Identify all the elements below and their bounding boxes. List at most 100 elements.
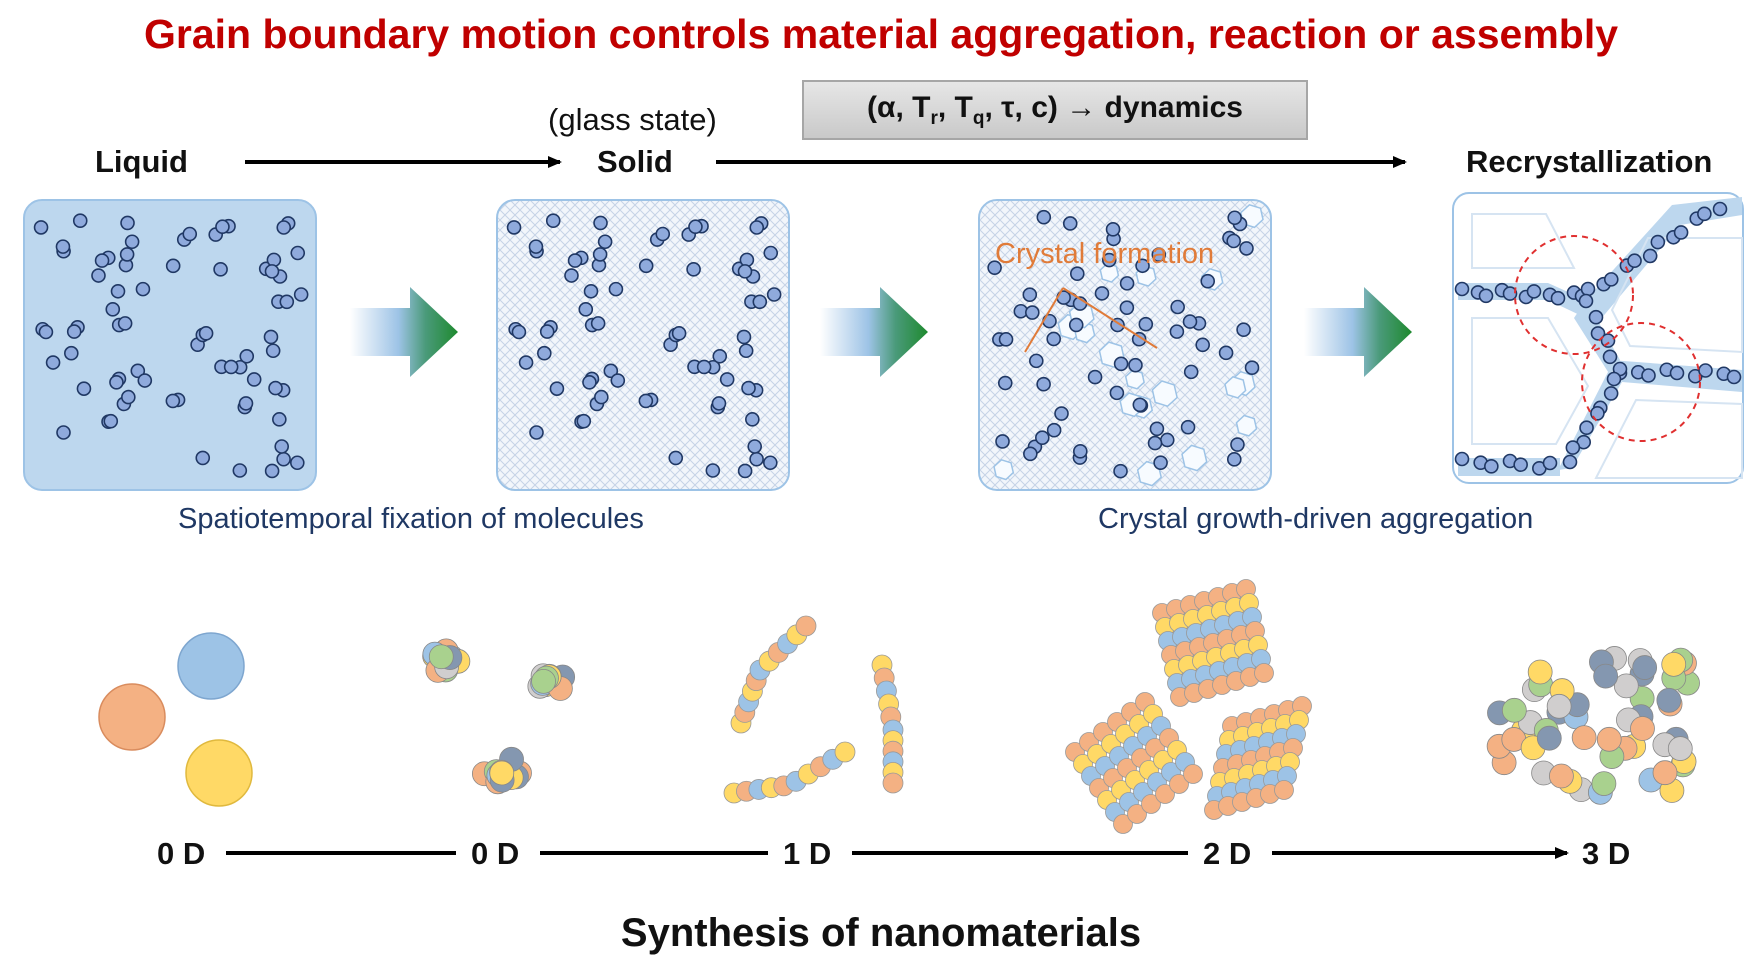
bottom-title: Synthesis of nanomaterials — [620, 911, 1142, 955]
molecule — [293, 287, 309, 302]
molecule — [223, 359, 239, 375]
bulk-particle — [1591, 771, 1617, 797]
molecule — [1036, 376, 1051, 392]
molecule — [741, 380, 756, 396]
molecule — [1603, 386, 1619, 401]
molecule — [1602, 349, 1618, 365]
molecule — [1069, 266, 1085, 282]
molecule — [995, 434, 1010, 449]
molecule — [1028, 353, 1044, 369]
molecule — [749, 451, 764, 467]
molecule — [1022, 287, 1038, 302]
bulk-particle — [1613, 673, 1639, 699]
molecule — [998, 332, 1014, 347]
molecule — [1578, 293, 1594, 309]
molecule — [1159, 432, 1175, 448]
molecule — [1650, 234, 1666, 250]
molecule — [1226, 452, 1242, 467]
molecule — [737, 264, 753, 279]
crystal-nucleus — [1151, 380, 1178, 408]
molecule — [165, 393, 181, 409]
molecule — [76, 381, 92, 396]
molecule — [737, 463, 753, 479]
molecule — [747, 439, 763, 454]
molecule — [603, 363, 619, 379]
molecule — [1454, 281, 1470, 297]
molecule — [246, 372, 262, 387]
sheet-particle — [1155, 784, 1175, 804]
sheet-particle — [1127, 804, 1147, 824]
molecule — [749, 220, 765, 235]
glass-state-note: (glass state) — [548, 102, 717, 137]
molecule — [232, 463, 248, 478]
molecule — [215, 219, 230, 235]
molecule — [638, 393, 654, 409]
liquid-molecules — [33, 213, 309, 479]
molecule — [56, 425, 71, 440]
molecule — [987, 260, 1002, 275]
nanoparticles-0d-single — [98, 632, 253, 807]
crystal-formation-label: Crystal formation — [995, 238, 1215, 270]
molecule — [1182, 314, 1198, 329]
molecule — [608, 281, 624, 297]
molecule — [91, 268, 106, 283]
dimension-label-0d-b: 0 D — [471, 836, 520, 871]
molecule — [1046, 422, 1062, 438]
molecule — [1119, 300, 1135, 315]
molecule — [594, 389, 609, 405]
molecule — [1698, 363, 1713, 378]
bulk-particle — [1661, 651, 1687, 677]
molecule — [1170, 299, 1185, 315]
molecule — [121, 389, 136, 405]
molecule — [1502, 286, 1518, 301]
bulk-particle — [1596, 726, 1622, 752]
molecule — [539, 324, 555, 339]
molecule — [276, 220, 292, 235]
molecule — [1697, 206, 1712, 222]
molecule — [1094, 286, 1110, 301]
figure-title: Grain boundary motion controls material … — [143, 11, 1619, 57]
molecule — [582, 374, 597, 390]
molecule — [1131, 331, 1147, 347]
molecule — [506, 220, 522, 235]
bulk-particle — [1536, 725, 1562, 751]
molecule — [711, 396, 727, 411]
molecule — [1641, 368, 1656, 383]
transition-arrow-2 — [820, 287, 928, 377]
molecule — [997, 375, 1013, 391]
crystal-nucleus — [1124, 369, 1145, 390]
molecule — [66, 324, 82, 339]
molecule — [1227, 210, 1242, 226]
molecule — [1565, 440, 1581, 455]
molecule — [738, 343, 754, 359]
molecule — [135, 281, 151, 297]
molecule — [110, 283, 126, 299]
molecule — [264, 264, 280, 279]
molecule — [1669, 365, 1685, 381]
molecule — [109, 374, 124, 390]
sheet-particle — [1141, 794, 1161, 814]
molecule — [668, 450, 684, 466]
molecule — [1068, 317, 1084, 333]
cluster-particle — [428, 644, 454, 670]
molecule — [529, 425, 544, 440]
sheet-particle — [1274, 780, 1294, 800]
molecule — [1147, 435, 1163, 451]
crystal-nucleus — [993, 458, 1015, 481]
chain-particle — [834, 741, 856, 763]
molecule — [1153, 455, 1168, 470]
molecule — [763, 245, 779, 261]
molecule — [576, 413, 592, 429]
molecule — [537, 345, 552, 361]
molecule — [583, 283, 599, 299]
molecule — [272, 412, 287, 427]
bulk-particle — [1527, 659, 1553, 685]
molecule — [1180, 419, 1196, 435]
dynamics-parameter-box: (α, Tr, Tq, τ, c) → dynamics — [802, 80, 1308, 140]
bulk-particle — [1546, 693, 1572, 719]
molecule — [1183, 364, 1199, 380]
molecule — [1603, 272, 1619, 287]
molecule — [1035, 430, 1050, 445]
molecule — [1673, 225, 1689, 240]
